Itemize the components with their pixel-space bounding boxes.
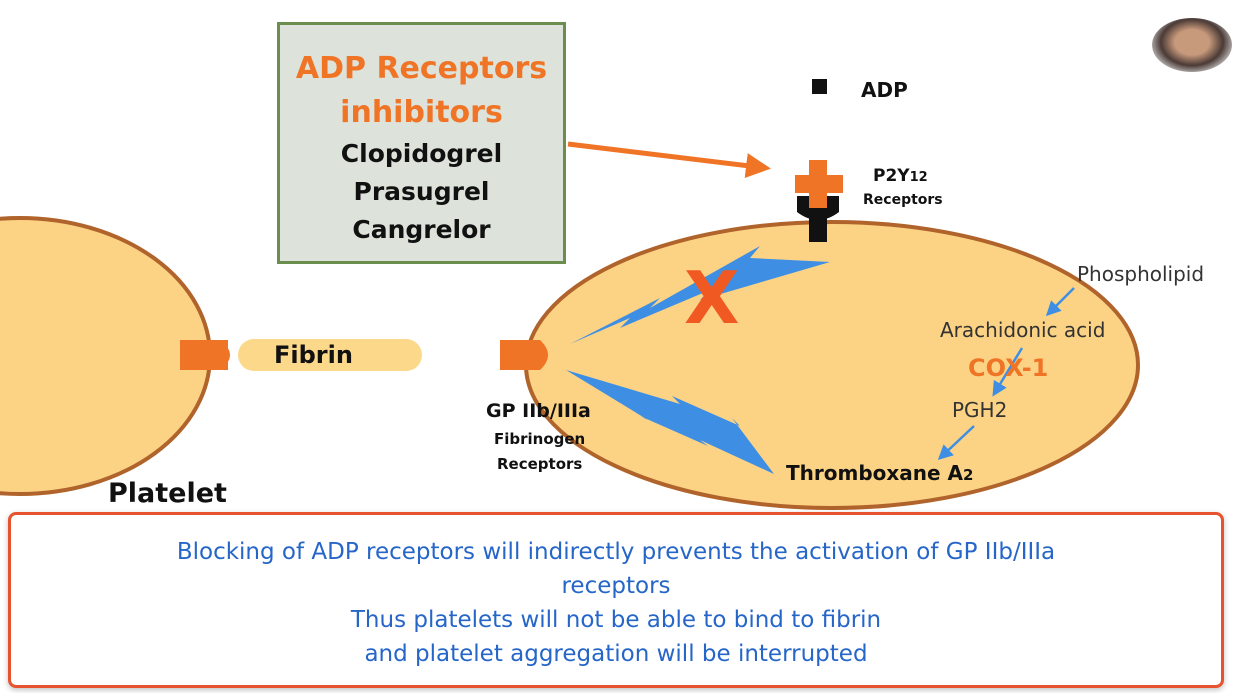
p2y12-receptors-label: Receptors: [863, 192, 943, 208]
left-gp-receptor: [180, 340, 228, 370]
presenter-avatar: [1152, 18, 1232, 72]
thromboxane-label-main: Thromboxane A: [786, 461, 964, 485]
p2y12-label-main: P2Y: [873, 166, 910, 186]
left-platelet: [0, 216, 212, 496]
p2y12-label-sub: 12: [909, 170, 928, 185]
cox1-label: COX-1: [968, 354, 1048, 382]
p2y12-label: P2Y12: [873, 166, 928, 186]
message-box: Blocking of ADP receptors will indirectl…: [8, 512, 1224, 688]
block-x-mark: X: [684, 256, 740, 340]
left-gp-receptor-cap: [220, 340, 230, 370]
fibrinogen-label: Fibrinogen: [494, 430, 586, 448]
inhibitors-title-line2: inhibitors: [340, 95, 503, 130]
thromboxane-label: Thromboxane A2: [786, 461, 973, 485]
fibrin-label: Fibrin: [238, 339, 422, 371]
signal-lightning-lower: [566, 370, 774, 474]
fibrinogen-receptors-label: Receptors: [497, 455, 583, 473]
adp-label: ADP: [861, 78, 908, 102]
pgh2-label: PGH2: [952, 398, 1008, 422]
inhibitor-plus-horizontal: [795, 175, 843, 193]
adp-molecule: [812, 79, 827, 94]
arrow-phospholipid-to-aa: [1045, 287, 1075, 317]
drug-prasugrel: Prasugrel: [353, 177, 490, 206]
platelet-label: Platelet: [108, 478, 227, 509]
message-line-3: Thus platelets will not be able to bind …: [350, 607, 882, 633]
gp-receptor-label: GP IIb/IIIa: [486, 400, 591, 422]
right-gp-receptor: [500, 340, 548, 370]
inhibitors-box: ADP Receptors inhibitors Clopidogrel Pra…: [277, 22, 566, 264]
inhibitors-title-line1: ADP Receptors: [295, 51, 548, 86]
inhibitor-arrow: [567, 141, 771, 179]
phospholipid-label: Phospholipid: [1077, 262, 1205, 286]
signal-lightning-upper: [570, 246, 830, 344]
arrow-pgh2-to-txa2: [937, 425, 975, 461]
thromboxane-label-sub: 2: [963, 466, 974, 484]
arrow-aa-to-pgh2: [992, 347, 1024, 397]
message-line-1: Blocking of ADP receptors will indirectl…: [176, 539, 1056, 565]
message-line-2: receptors: [561, 573, 671, 599]
arachidonic-acid-label: Arachidonic acid: [940, 318, 1106, 342]
drug-clopidogrel: Clopidogrel: [340, 139, 503, 168]
drug-cangrelor: Cangrelor: [352, 215, 491, 244]
message-line-4: and platelet aggregation will be interru…: [364, 641, 868, 667]
